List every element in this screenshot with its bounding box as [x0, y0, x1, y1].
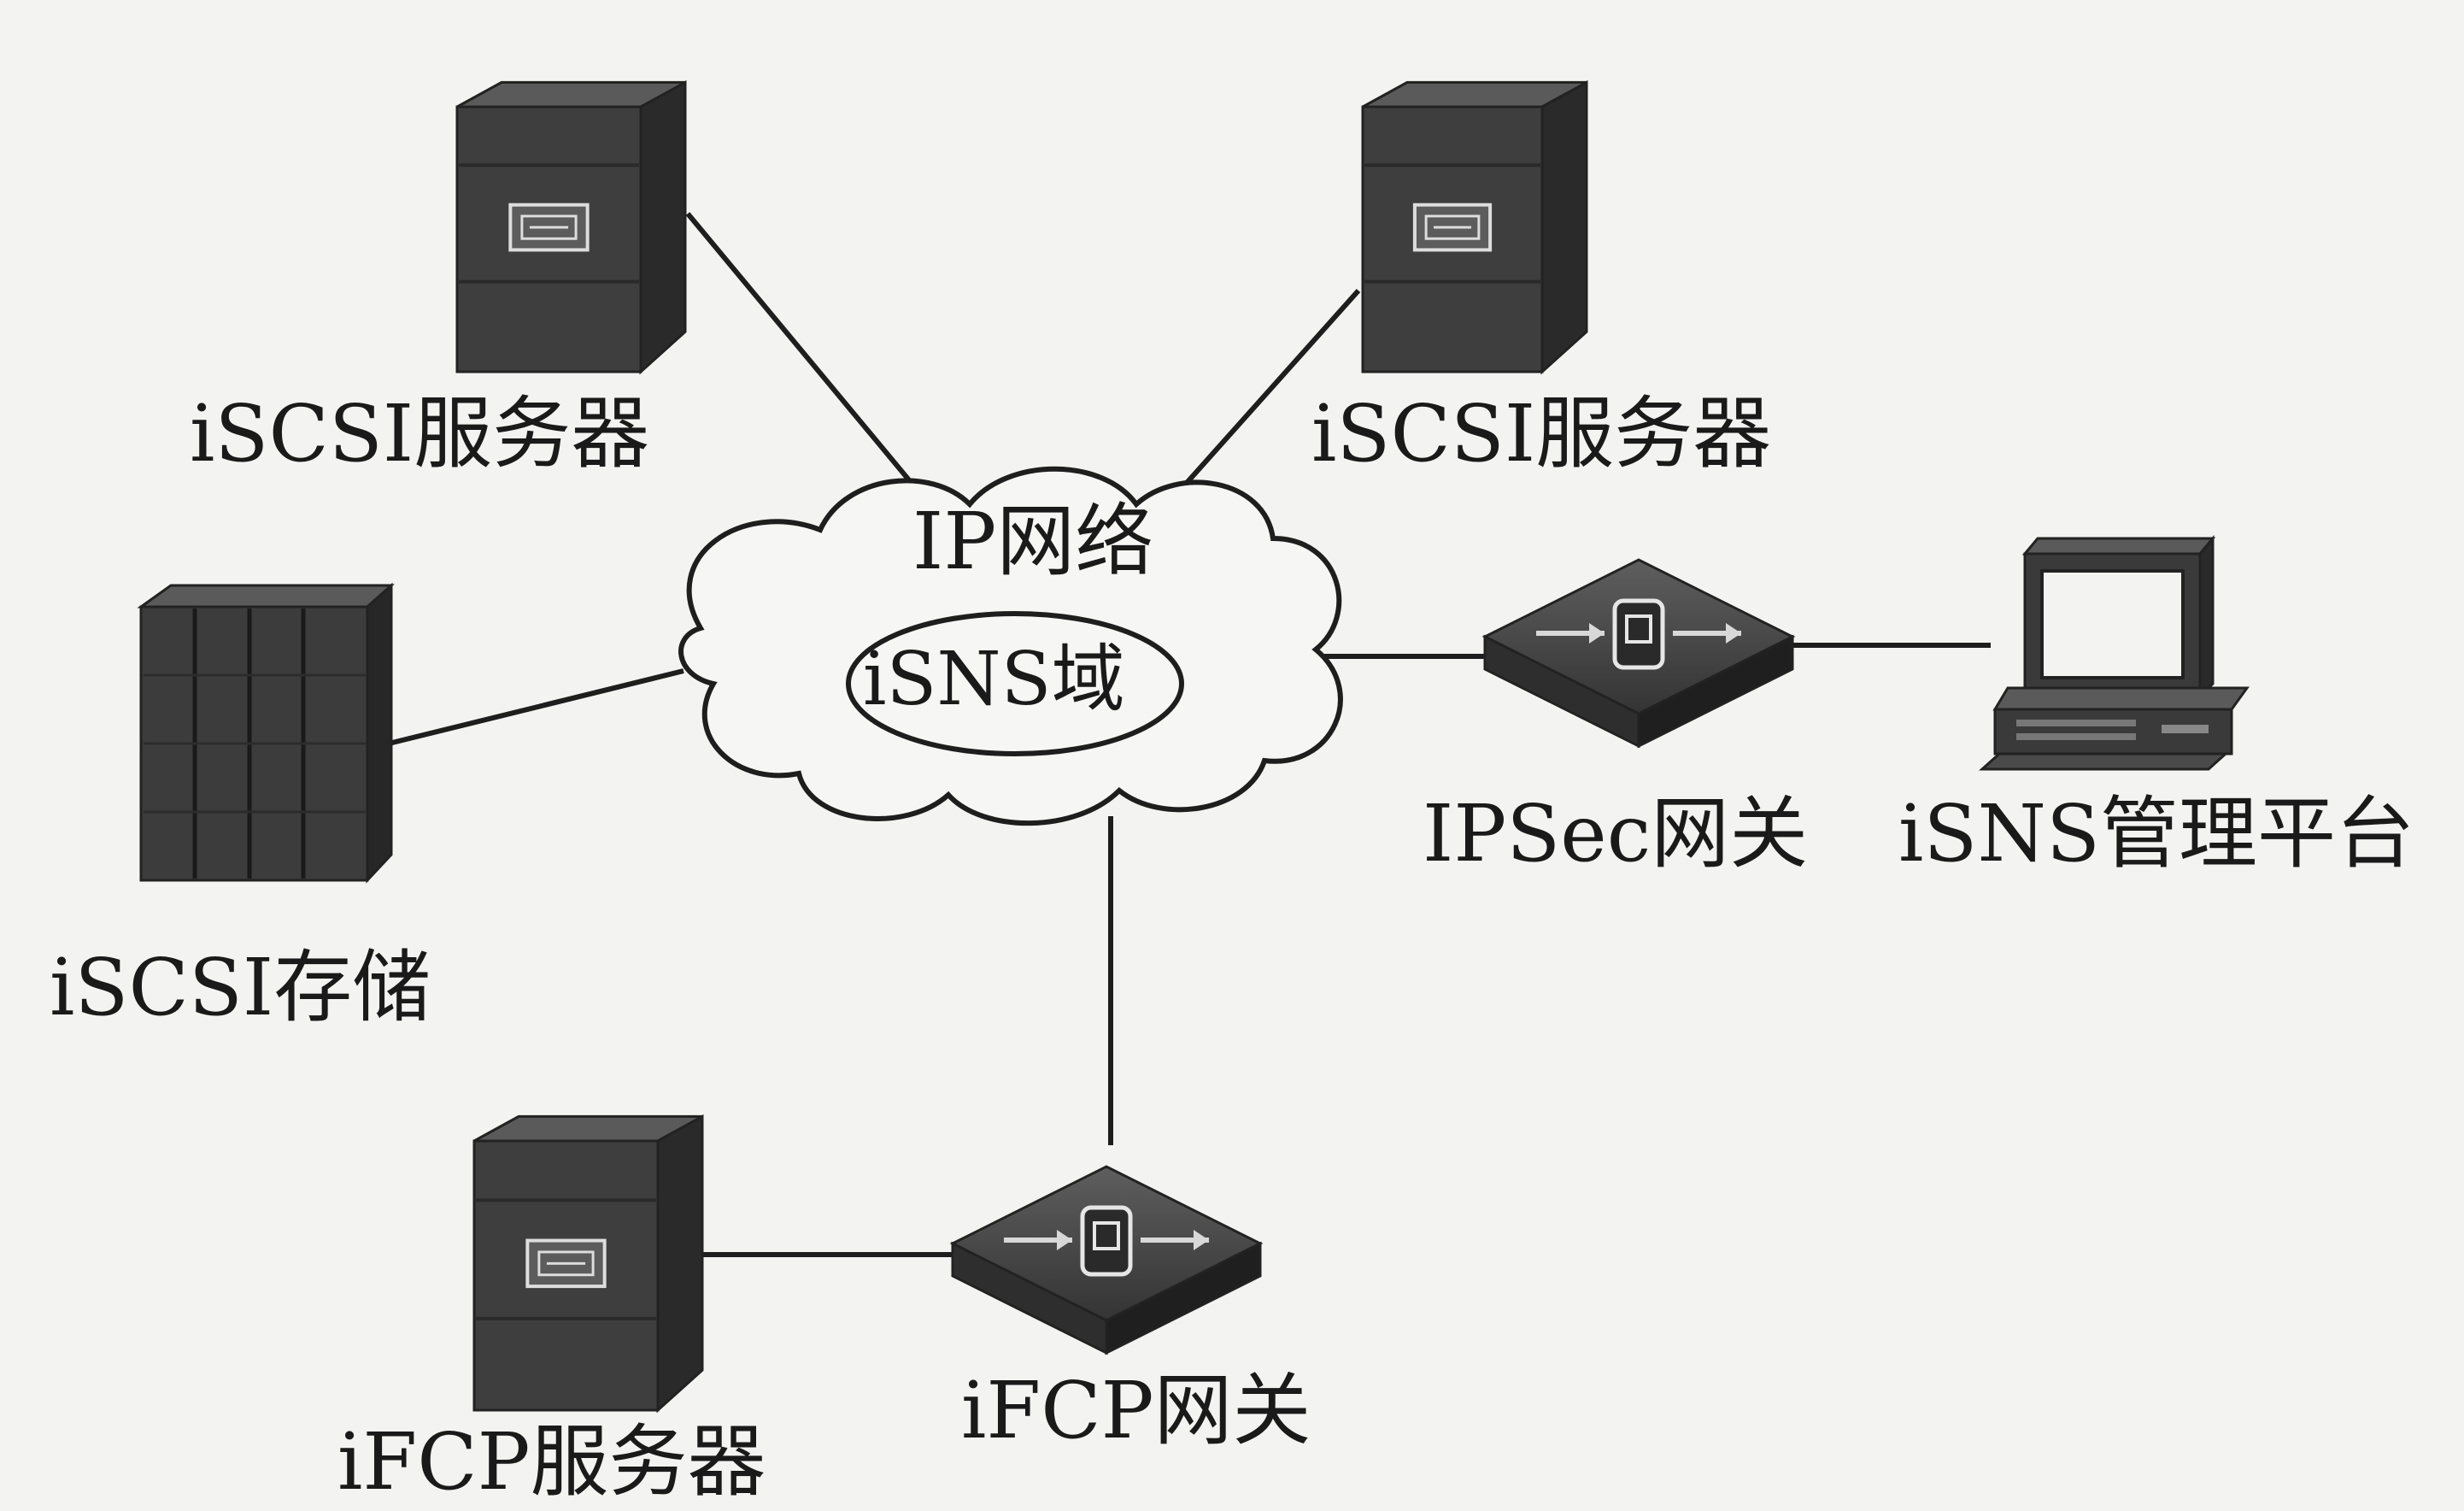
- isns-domain-label: iSNS域: [863, 637, 1125, 722]
- iscsi-storage-label: iSCSI存储: [50, 942, 431, 1033]
- ifcp-gateway-icon: [949, 1165, 1264, 1355]
- iscsi-server-right-label: iSCSI服务器: [1311, 388, 1772, 479]
- connections: [388, 212, 1991, 1257]
- ip-network-label: IP网络: [912, 496, 1154, 587]
- isns-platform-label: iSNS管理平台: [1898, 788, 2414, 879]
- gateways: [949, 558, 1796, 1355]
- computer-icon: [1979, 534, 2250, 771]
- link-server-left-cloud: [685, 212, 921, 493]
- ifcp-gateway-label: iFCP网关: [961, 1365, 1311, 1456]
- ifcp-server-icon: [472, 1114, 704, 1414]
- iscsi-server-left-icon: [455, 79, 687, 375]
- storage-array-icon: [137, 582, 395, 884]
- ipsec-gateway-icon: [1481, 558, 1796, 749]
- ifcp-server-label: iFCP服务器: [337, 1416, 766, 1508]
- servers: [455, 79, 1588, 1414]
- ipsec-gateway-label: IPSec网关: [1423, 788, 1809, 879]
- ip-network-cloud-icon: [678, 466, 1343, 826]
- isns-domain-ellipse: [846, 611, 1184, 756]
- iscsi-server-left-label: iSCSI服务器: [190, 388, 650, 479]
- link-storage-cloud: [388, 668, 684, 746]
- iscsi-server-right-icon: [1361, 79, 1588, 375]
- link-server-right-cloud: [1176, 289, 1361, 493]
